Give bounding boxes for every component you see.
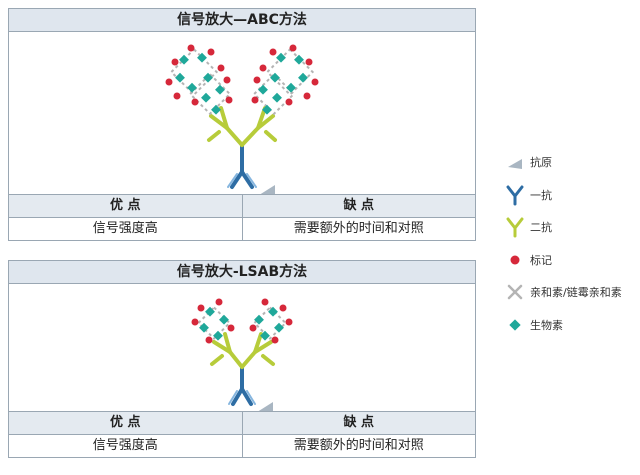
cons-header: 缺 点 [343, 415, 375, 430]
primary-antibody-icon [506, 185, 524, 205]
secondary-antibody-icon [207, 106, 277, 147]
lsab-diagram [9, 284, 475, 414]
legend-label: 标记 [530, 253, 552, 267]
lsab-complex-left [191, 298, 235, 344]
pros-cell: 信号强度高 [9, 435, 243, 457]
legend-label: 二抗 [530, 221, 552, 234]
avidin-icon [507, 284, 523, 300]
antigen-icon [508, 159, 522, 169]
primary-antibody-icon [227, 145, 257, 189]
legend: 抗原 一抗 二抗 标记 亲和素/链霉亲和素 生物素 [504, 150, 636, 345]
abc-complex-right [251, 44, 319, 116]
legend-label: 抗原 [530, 156, 552, 169]
lsab-method-panel: 信号放大-LSAB方法 [8, 260, 476, 458]
table-row: 信号强度高 需要额外的时间和对照 [9, 435, 475, 457]
panel-title: 信号放大—ABC方法 [9, 9, 475, 32]
cons-cell: 需要额外的时间和对照 [293, 221, 424, 236]
pros-cons-table: 优 点 缺 点 信号强度高 需要额外的时间和对照 [9, 194, 475, 240]
legend-label: 一抗 [530, 188, 552, 202]
secondary-antibody-icon [506, 217, 524, 238]
legend-item: 生物素 [504, 313, 636, 337]
legend-item: 一抗 [504, 183, 636, 207]
legend-item: 亲和素/链霉亲和素 [504, 280, 636, 304]
table-row: 信号强度高 需要额外的时间和对照 [9, 218, 475, 240]
legend-label: 生物素 [530, 318, 563, 332]
table-header: 优 点 缺 点 [9, 194, 475, 218]
pros-cons-table: 优 点 缺 点 信号强度高 需要额外的时间和对照 [9, 411, 475, 457]
lsab-complex-right [249, 298, 293, 344]
table-header: 优 点 缺 点 [9, 411, 475, 435]
panel-title: 信号放大-LSAB方法 [9, 261, 475, 284]
biotin-icon [509, 318, 521, 331]
legend-item: 二抗 [504, 215, 636, 239]
primary-antibody-icon [228, 367, 256, 406]
pros-cell: 信号强度高 [9, 218, 243, 240]
cons-header: 缺 点 [343, 198, 375, 213]
legend-item: 抗原 [504, 150, 636, 174]
abc-complex-left [165, 44, 233, 116]
cons-cell: 需要额外的时间和对照 [293, 438, 424, 453]
label-icon [510, 255, 520, 264]
pros-header: 优 点 [9, 412, 243, 434]
abc-method-panel: 信号放大—ABC方法 [8, 8, 476, 241]
pros-header: 优 点 [9, 195, 243, 217]
legend-item: 标记 [504, 248, 636, 272]
abc-diagram [9, 32, 475, 197]
secondary-antibody-icon [210, 332, 275, 369]
legend-label: 亲和素/链霉亲和素 [530, 286, 622, 299]
